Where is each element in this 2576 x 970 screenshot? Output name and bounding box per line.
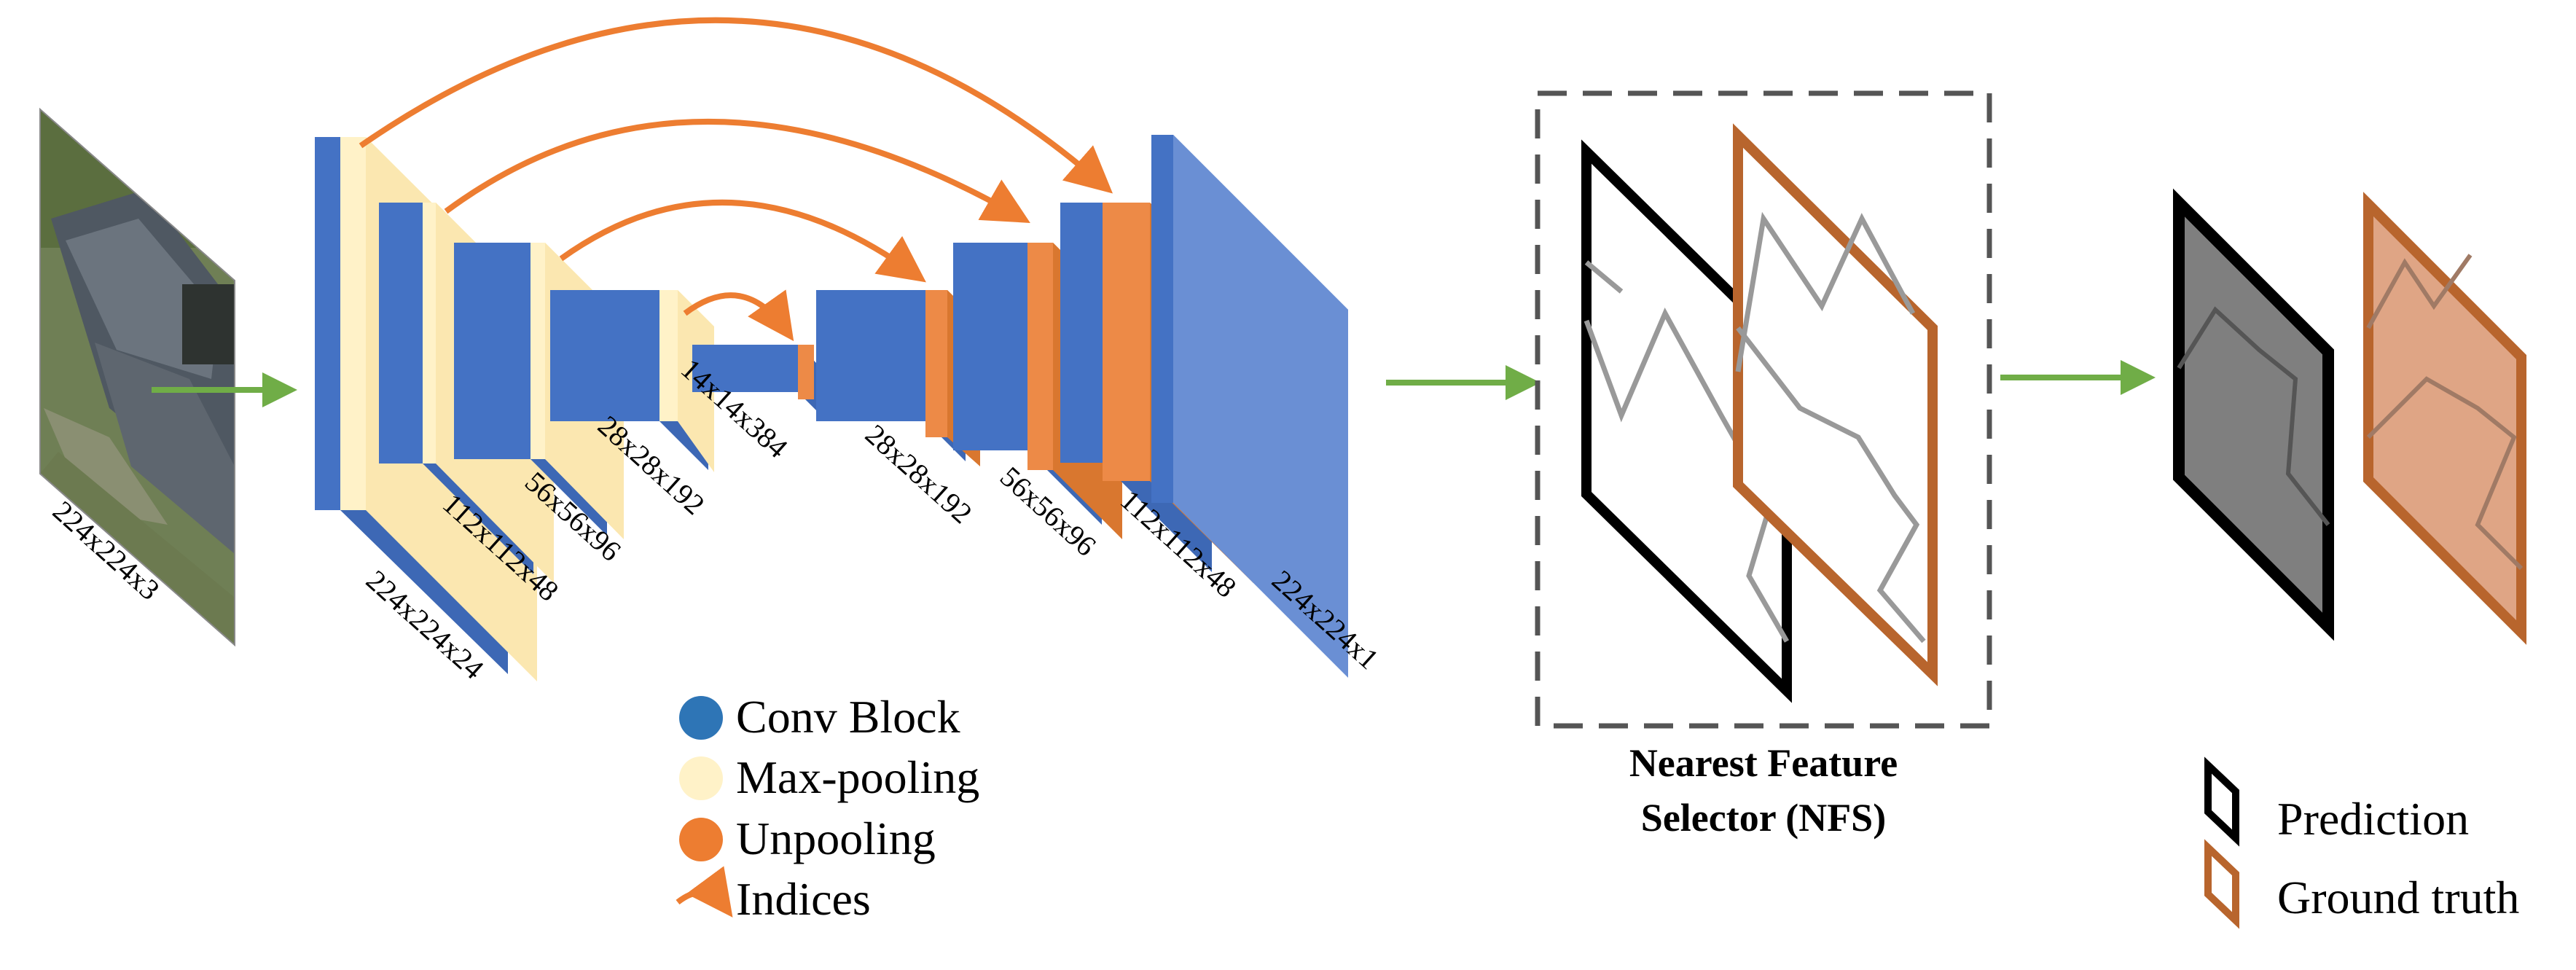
flow-arrows [152, 360, 2156, 407]
result-ground-truth-frame [2363, 192, 2526, 645]
output-block [1151, 135, 1348, 678]
unpool-swatch-icon [679, 818, 723, 861]
result-frames [2173, 188, 2526, 645]
legend-label-maxpool: Max-pooling [736, 751, 979, 803]
output-legend-label-ground-truth: Ground truth [2277, 872, 2519, 923]
legend-item-unpool: Unpooling [679, 813, 936, 864]
nfs-dashed-frame [1535, 90, 1992, 729]
output-legend: Prediction Ground truth [2204, 756, 2519, 929]
indices-arrow [683, 289, 794, 342]
legend-item-indices: Indices [676, 866, 871, 925]
output-legend-label-prediction: Prediction [2277, 793, 2469, 845]
nfs-ground-truth-frame [1733, 123, 1938, 687]
decoder [816, 135, 1348, 678]
result-prediction-frame [2173, 188, 2334, 641]
legend-label-unpool: Unpooling [736, 813, 936, 864]
legend-label-conv: Conv Block [736, 691, 960, 743]
legend-item-maxpool: Max-pooling [679, 751, 979, 803]
indices-arrow [359, 17, 1113, 194]
indices-arrow [444, 119, 1030, 223]
legend-item-conv: Conv Block [679, 691, 960, 743]
nfs-title-line1: Nearest Feature [1629, 741, 1898, 785]
indices-curve-icon [676, 866, 733, 918]
indices-arrows [359, 17, 1113, 342]
conv-swatch-icon [679, 696, 723, 740]
legend-label-indices: Indices [736, 873, 871, 925]
nfs-title-line2: Selector (NFS) [1641, 796, 1886, 840]
maxpool-swatch-icon [679, 756, 723, 800]
nfs-prediction-frame [1581, 139, 1792, 703]
legend: Conv Block Max-pooling Unpooling Indices [676, 691, 979, 925]
encoder [315, 137, 714, 681]
ground-truth-swatch-icon [2204, 839, 2239, 929]
prediction-swatch-icon [2204, 756, 2239, 847]
output-legend-ground-truth: Ground truth [2204, 839, 2519, 929]
output-legend-prediction: Prediction [2204, 756, 2469, 847]
bottleneck-block [692, 345, 816, 410]
indices-arrow [559, 199, 926, 283]
nfs-selector: Nearest Feature Selector (NFS) [1535, 90, 1992, 840]
